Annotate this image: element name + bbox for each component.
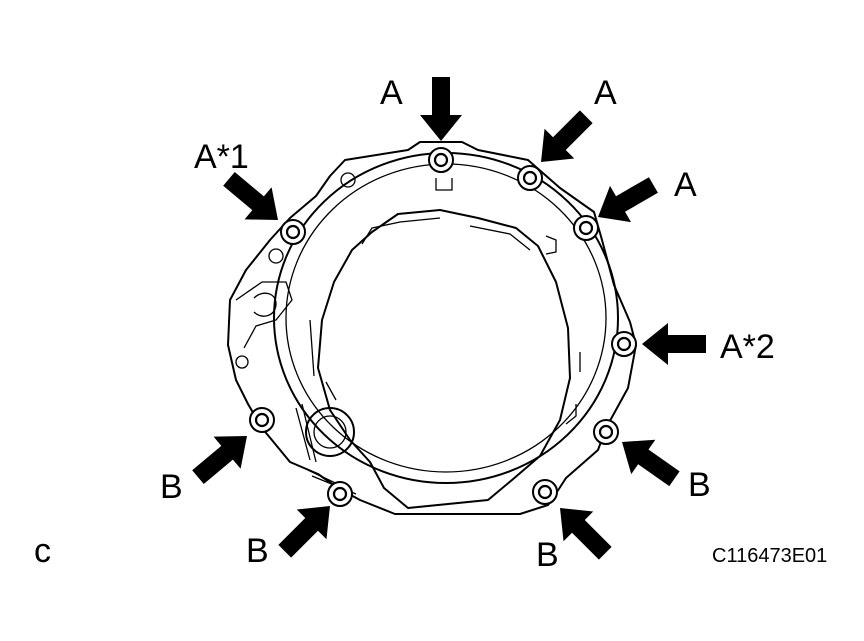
- arrow-right: [598, 177, 658, 223]
- bolt-hole-a-star2: [611, 331, 637, 357]
- arrow-b-bottom-right: [560, 508, 612, 560]
- arrow-a-star2: [642, 323, 706, 365]
- label-a-top: A: [380, 74, 403, 112]
- bolt-hole-upper-right: [517, 165, 543, 191]
- housing-outline: [227, 141, 637, 515]
- lower-port-outer: [305, 407, 355, 457]
- cavity-detail: [309, 178, 581, 425]
- bolt-hole-a-star1: [280, 219, 306, 245]
- arrow-b-right: [622, 439, 680, 487]
- lower-port-hatch: [295, 403, 357, 495]
- label-a-star1: A*1: [194, 138, 249, 176]
- arrow-a-star1: [223, 171, 278, 220]
- bolt-hole-b-bottom-right: [532, 479, 558, 505]
- lower-left-small-hole: [235, 355, 249, 369]
- left-boss: [235, 281, 293, 349]
- bolt-hole-b-left: [249, 407, 275, 433]
- label-b-left: B: [160, 468, 183, 506]
- label-b-right: B: [688, 466, 711, 504]
- arrow-top: [420, 77, 462, 141]
- arrow-upper-right: [541, 110, 593, 162]
- inner-cavity: [317, 209, 571, 509]
- lower-port-inner: [313, 415, 347, 449]
- figure-code: C116473E01: [712, 545, 827, 567]
- arrow-b-left: [192, 436, 247, 485]
- label-b-bottom-left: B: [246, 532, 269, 570]
- label-a-star2: A*2: [720, 328, 775, 366]
- bolt-hole-right: [573, 215, 599, 241]
- label-b-bottom-right: B: [536, 536, 559, 574]
- label-a-upper-right: A: [594, 74, 617, 112]
- left-hole: [268, 248, 284, 264]
- arrow-b-bottom-left: [278, 506, 330, 558]
- inner-bore-rim: [285, 163, 607, 473]
- upper-left-hole: [340, 172, 356, 188]
- label-a-right: A: [674, 166, 697, 204]
- bolt-hole-top: [428, 147, 454, 173]
- corner-label: c: [34, 532, 51, 570]
- bolt-hole-b-right: [593, 419, 619, 445]
- bolt-hole-b-bottom-left: [327, 481, 353, 507]
